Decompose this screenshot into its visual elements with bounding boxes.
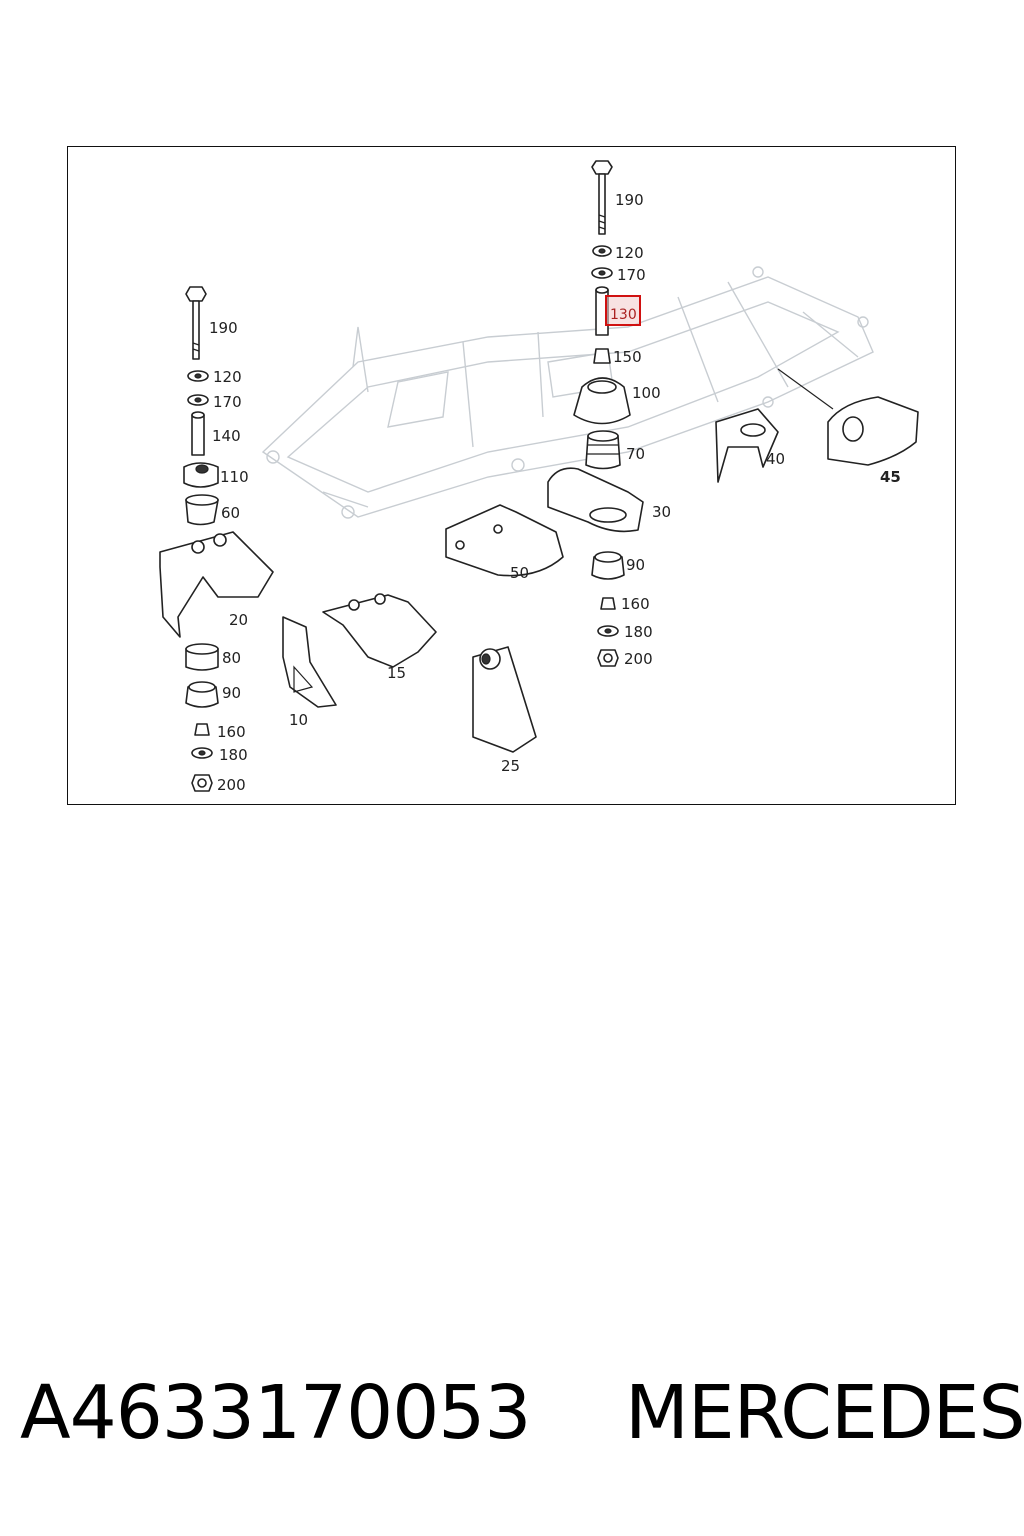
label-200-left: 200	[217, 776, 246, 794]
label-80: 80	[222, 649, 241, 667]
label-70: 70	[626, 445, 645, 463]
mount-45	[827, 396, 919, 466]
highlight-box-130	[605, 295, 641, 326]
bracket-20	[159, 531, 274, 638]
label-15: 15	[387, 664, 406, 682]
label-140: 140	[212, 427, 241, 445]
mount-60	[185, 499, 219, 526]
left-lower-stack	[185, 643, 219, 792]
label-30: 30	[652, 503, 671, 521]
bolt-head-190-right	[591, 160, 613, 175]
bracket-50	[445, 504, 564, 577]
part-caption: A4633170053 MERCEDES	[20, 1370, 1024, 1470]
sleeve-140	[191, 414, 205, 456]
label-160-right: 160	[621, 595, 650, 613]
label-110: 110	[220, 468, 249, 486]
label-120-right: 120	[615, 244, 644, 262]
brand-name: MERCEDES	[624, 1370, 1024, 1456]
label-50: 50	[510, 564, 529, 582]
parts-diagram: 190 120 170 130 150 100 70 30 90 160 180…	[67, 146, 956, 805]
label-190-left: 190	[209, 319, 238, 337]
bolt-head-190-left	[185, 286, 207, 302]
label-170-left: 170	[213, 393, 242, 411]
bushing-150	[593, 348, 611, 364]
label-150: 150	[613, 348, 642, 366]
bracket-25	[472, 646, 537, 753]
bushing-160-left	[194, 723, 210, 736]
label-45: 45	[880, 468, 901, 486]
right-bolt-stack	[573, 160, 631, 470]
label-90-right: 90	[626, 556, 645, 574]
left-bolt-stack	[183, 286, 219, 526]
bracket-10	[282, 616, 337, 708]
label-20: 20	[229, 611, 248, 629]
label-160-left: 160	[217, 723, 246, 741]
bolt-shank-190-right	[598, 173, 606, 235]
bolt-shank-190-left	[192, 300, 200, 360]
bracket-30	[547, 467, 644, 533]
label-10: 10	[289, 711, 308, 729]
bushing-110	[183, 462, 219, 488]
bracket-15	[322, 594, 437, 668]
label-170-right: 170	[617, 266, 646, 284]
part-number: A4633170053	[20, 1370, 531, 1456]
label-90-left: 90	[222, 684, 241, 702]
label-100: 100	[632, 384, 661, 402]
right-lower-stack	[591, 551, 625, 667]
rubber-mount-70	[585, 435, 621, 470]
label-190-right: 190	[615, 191, 644, 209]
bracket-40	[715, 408, 779, 483]
rubber-mount-100	[573, 377, 631, 425]
exploded-mount-diagram: 190 120 170 130 150 100 70 30 90 160 180…	[159, 160, 919, 794]
label-60: 60	[221, 504, 240, 522]
label-180-right: 180	[624, 623, 653, 641]
label-25: 25	[501, 757, 520, 775]
bushing-160-right	[600, 597, 616, 610]
label-200-right: 200	[624, 650, 653, 668]
label-40: 40	[766, 450, 785, 468]
label-180-left: 180	[219, 746, 248, 764]
label-130: 130	[610, 307, 637, 323]
label-120-left: 120	[213, 368, 242, 386]
